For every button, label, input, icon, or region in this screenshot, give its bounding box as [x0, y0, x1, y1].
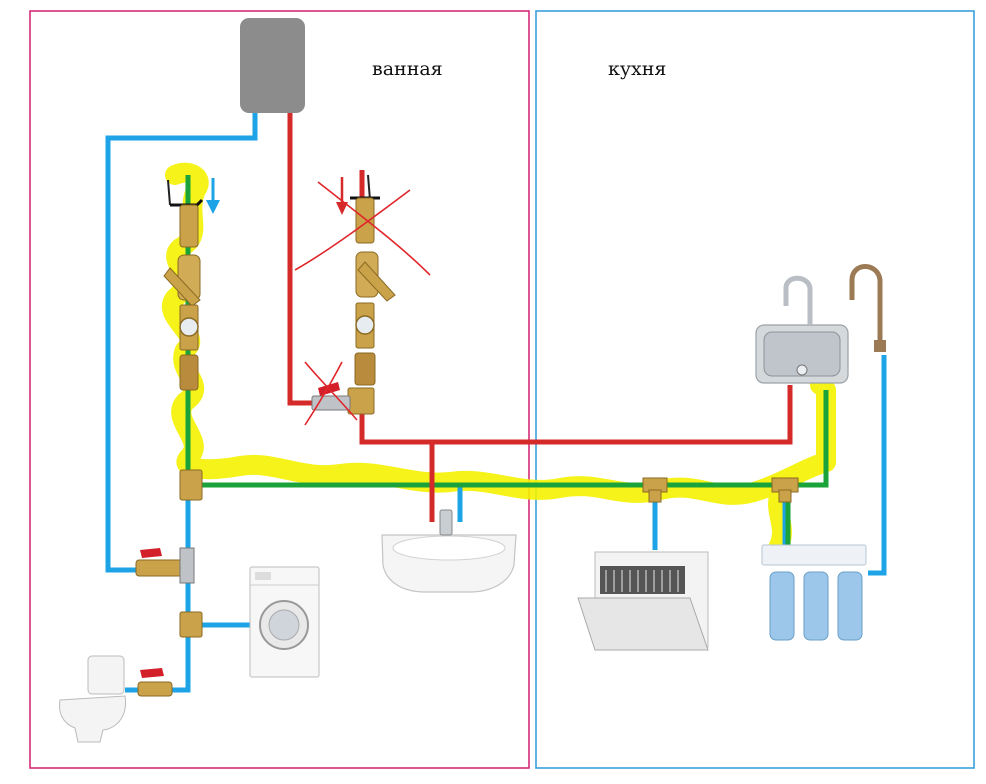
strainer-filter-icon: [163, 254, 201, 307]
tee-fitting-icon: [347, 387, 375, 415]
strainer-filter-icon: [355, 251, 396, 302]
ball-valve-icon: [137, 668, 173, 697]
flow-arrow-icon: [206, 178, 220, 214]
dishwasher-icon: [577, 551, 709, 651]
cross-out-mark-icon: [304, 361, 358, 426]
kitchen-sink-icon: [755, 275, 849, 384]
tee-fitting-icon: [642, 477, 668, 503]
kitchen-room-border: [535, 10, 975, 769]
highlight-glow: [162, 162, 836, 558]
faucet-icon: [783, 275, 813, 325]
water-meter-icon: [355, 302, 375, 349]
tee-fitting-icon: [179, 469, 203, 501]
crossed-hot-fittings: [294, 174, 431, 426]
check-valve-icon: [354, 352, 376, 386]
faucet-icon: [849, 264, 886, 352]
toilet-icon: [59, 655, 127, 743]
cold-water-pipes: [105, 110, 887, 693]
tee-fitting-icon: [179, 611, 203, 638]
tee-fitting-icon: [771, 477, 799, 503]
faucet-icon: [439, 509, 453, 536]
water-meter-icon: [179, 304, 199, 351]
shutoff-valve-icon: [167, 179, 204, 248]
ball-valve-icon: [135, 547, 195, 584]
kitchen-label: кухня: [608, 58, 666, 80]
water-heater-icon: [240, 18, 305, 113]
bathroom-room-border: [29, 10, 530, 769]
cold-inlet-fittings: [163, 179, 204, 391]
bathroom-sink-icon: [381, 509, 517, 593]
water-filter-icon: [761, 544, 867, 641]
cross-out-mark-icon: [294, 181, 431, 276]
shutoff-valve-icon: [355, 197, 375, 244]
bathroom-label: ванная: [372, 58, 443, 80]
check-valve-icon: [179, 354, 199, 391]
washing-machine-icon: [249, 566, 320, 678]
red-down-arrow-icon: [336, 177, 348, 215]
